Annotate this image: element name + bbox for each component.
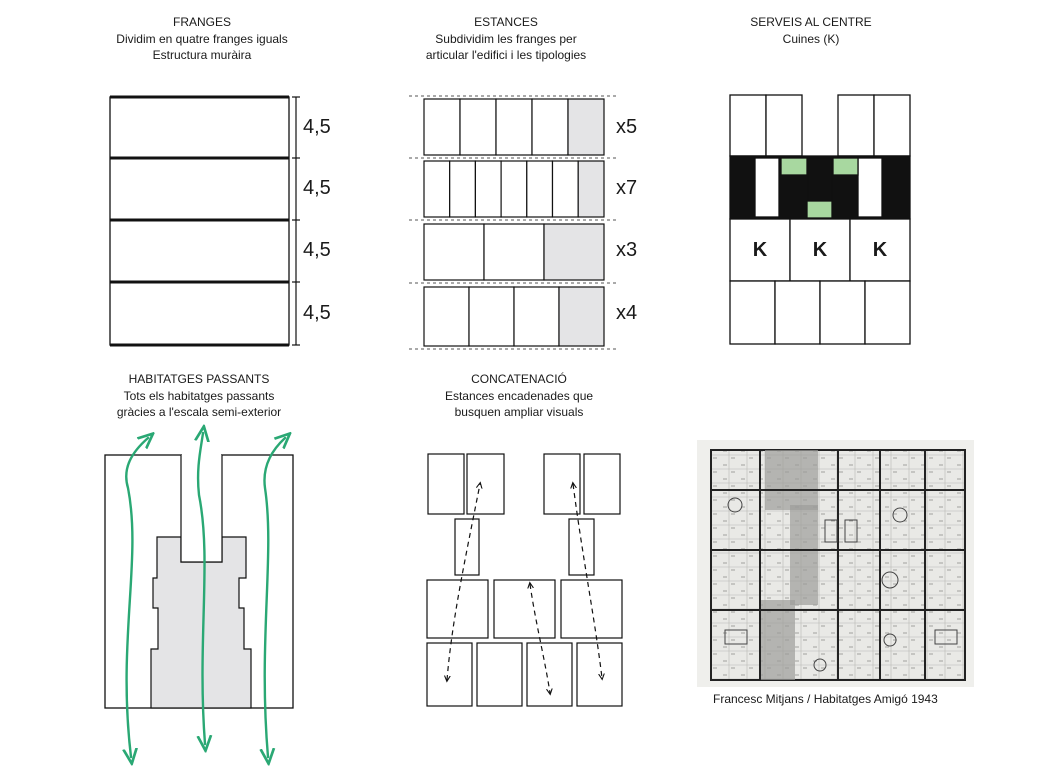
habitatges-subtitle-1: Tots els habitatges passants: [123, 388, 275, 403]
estances-caption: ESTANCES Subdividim les franges per arti…: [376, 14, 636, 64]
kitchen-label-2: K: [813, 239, 828, 261]
stair-core: [150, 536, 252, 709]
visual-chain-arrow-center: [530, 584, 550, 693]
band-dimension-2: 4,5: [303, 177, 331, 199]
serveis-diagram: [729, 94, 911, 345]
franges-subtitle-2: Estructura muràira: [152, 48, 252, 62]
serveis-title: SERVEIS AL CENTRE: [750, 15, 872, 29]
kitchen-3: [849, 218, 911, 282]
franges-subtitle-1: Dividim en quatre franges iguals: [116, 31, 288, 46]
estances-title: ESTANCES: [474, 15, 538, 29]
habitatges-diagram: [104, 433, 294, 757]
serveis-subtitle-1: Cuines (K): [782, 31, 840, 46]
concatenacio-subtitle-2: busquen ampliar visuals: [454, 405, 584, 419]
kitchen-label-3: K: [873, 239, 888, 261]
estances-diagram: [409, 95, 619, 350]
band-dimension-1: 4,5: [303, 116, 331, 138]
estances-subtitle-1: Subdividim les franges per: [435, 31, 577, 46]
visual-chain-arrow-left: [447, 484, 480, 680]
band-dimension-3: 4,5: [303, 239, 331, 261]
estances-row-1: [423, 98, 605, 156]
room-count-row-4: x4: [616, 302, 637, 324]
band-dimension-4: 4,5: [303, 302, 331, 324]
habitatges-subtitle-2: gràcies a l'escala semi-exterior: [116, 405, 282, 419]
franges-diagram: 4,5 4,5 4,5 4,5: [109, 95, 331, 347]
room-count-row-1: x5: [616, 116, 637, 138]
through-flow-arrow-center: [198, 433, 205, 744]
service-core-green-1: [780, 157, 808, 176]
visual-chain-arrow-right: [573, 484, 602, 678]
estances-row-2: [423, 160, 605, 218]
room-count-row-3: x3: [616, 239, 637, 261]
estances-subtitle-2: articular l'edifici i les tipologies: [425, 48, 587, 62]
franges-caption: FRANGES Dividim en quatre franges iguals…: [72, 14, 332, 64]
through-flow-arrow-left: [126, 438, 148, 757]
kitchen-2: [789, 218, 851, 282]
concatenacio-diagram: [426, 453, 623, 707]
kitchen-label-1: K: [753, 239, 768, 261]
reference-credit: Francesc Mitjans / Habitatges Amigó 1943: [713, 692, 938, 706]
concatenacio-caption: CONCATENACIÓ Estances encadenades que bu…: [389, 371, 649, 421]
through-flow-arrow-right: [264, 438, 285, 757]
estances-row-3: [423, 223, 605, 281]
service-core-green-2: [832, 157, 859, 176]
reference-plan-image: [697, 440, 974, 687]
serveis-caption: SERVEIS AL CENTRE Cuines (K): [681, 14, 941, 47]
estances-row-4: [423, 286, 605, 347]
service-core-green-3: [806, 200, 833, 219]
room-count-row-2: x7: [616, 177, 637, 199]
concatenacio-title: CONCATENACIÓ: [471, 372, 567, 386]
franges-title: FRANGES: [172, 15, 231, 29]
habitatges-title: HABITATGES PASSANTS: [128, 372, 270, 386]
concatenacio-subtitle-1: Estances encadenades que: [444, 388, 594, 403]
habitatges-caption: HABITATGES PASSANTS Tots els habitatges …: [69, 371, 329, 421]
